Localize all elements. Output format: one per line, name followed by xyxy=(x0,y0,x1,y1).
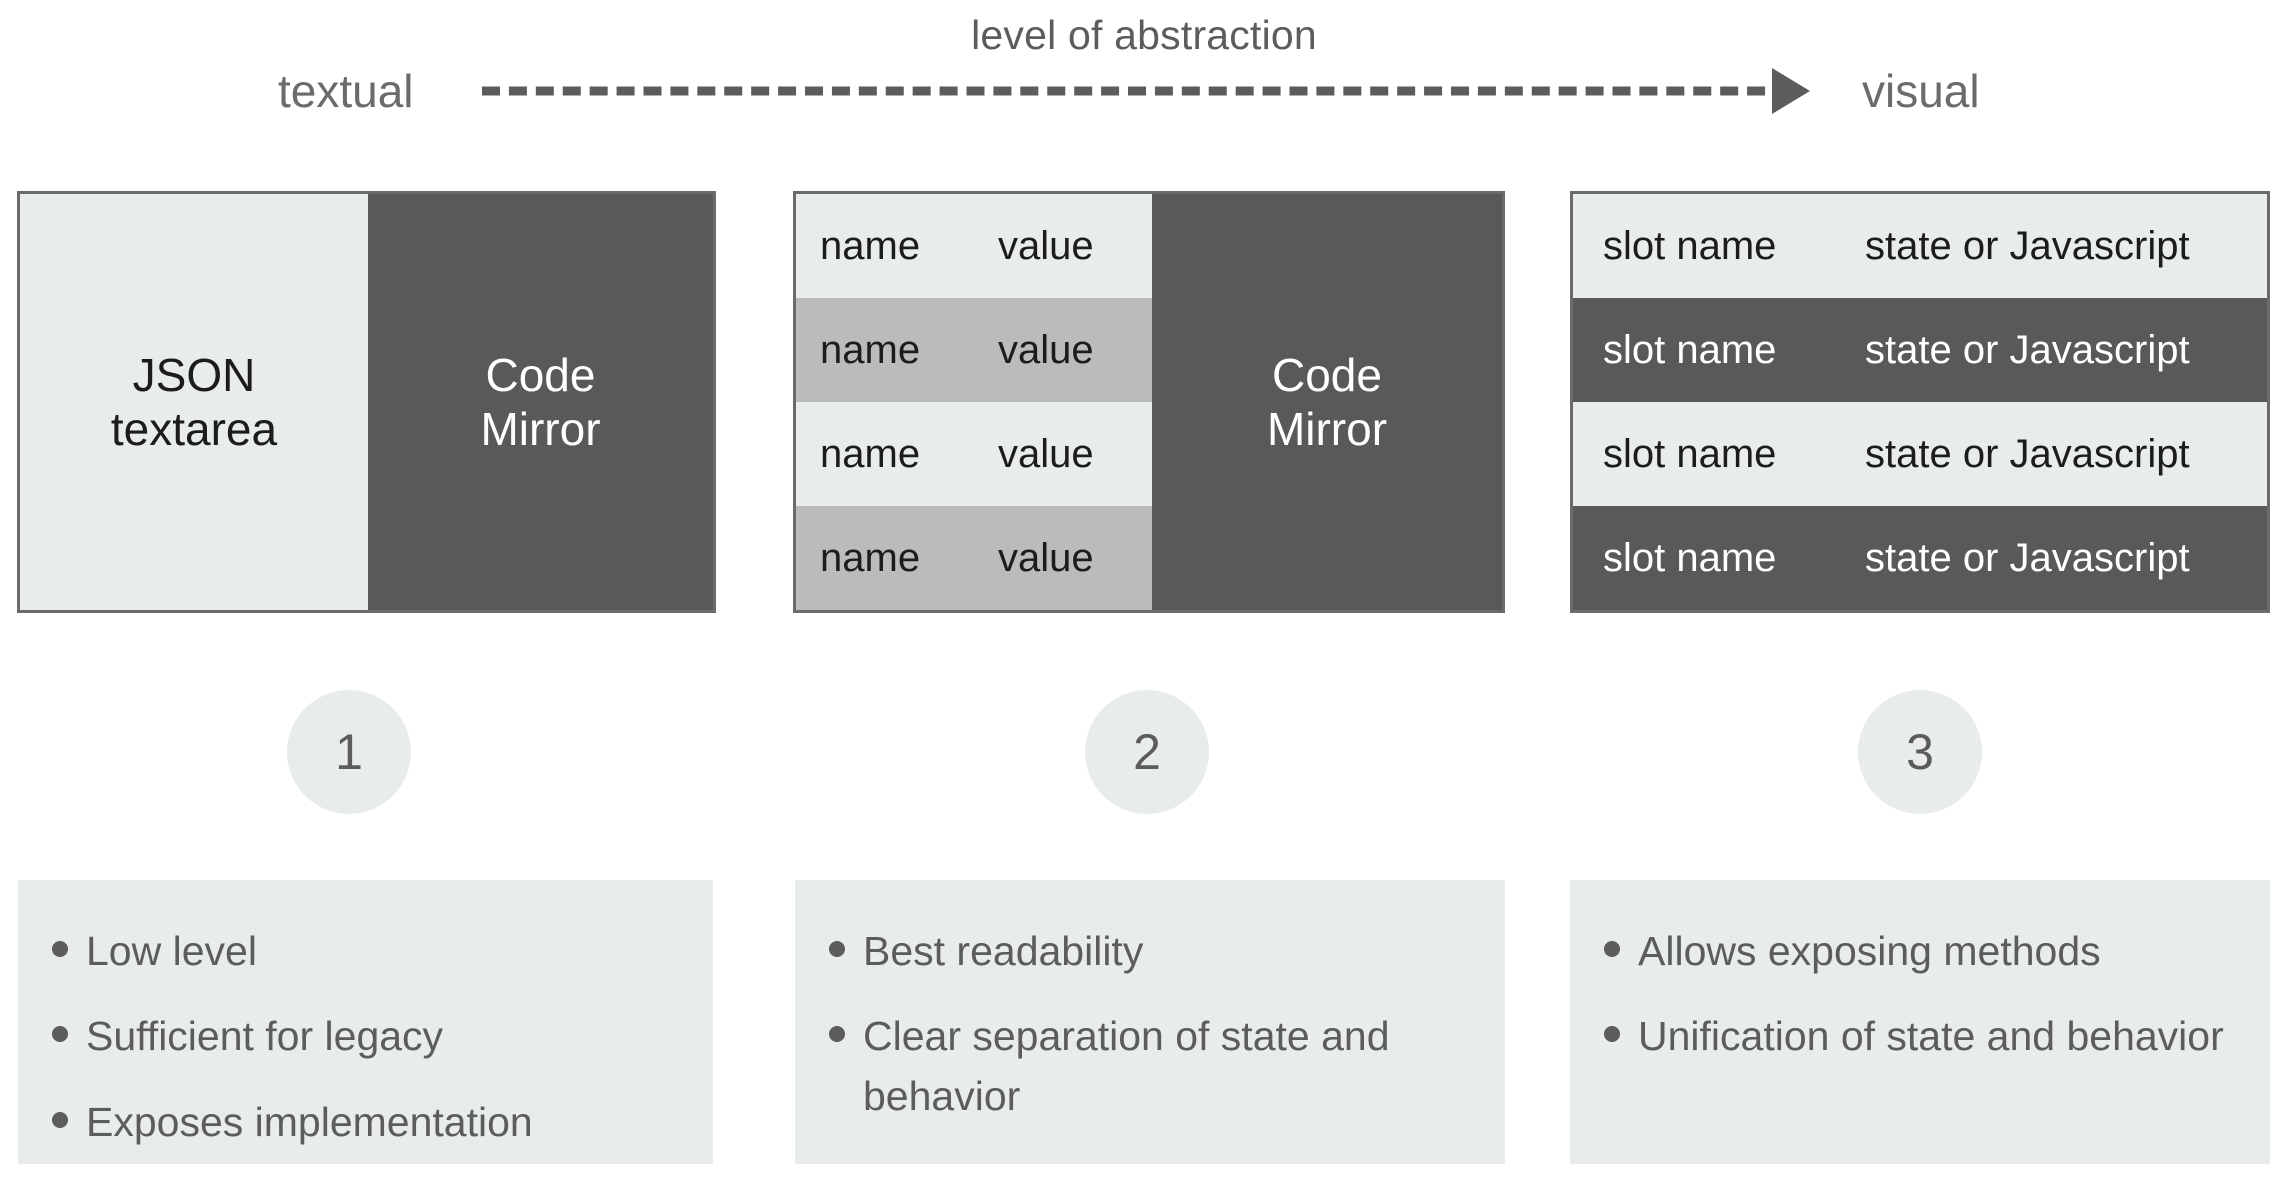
bullet-dot-icon xyxy=(52,941,68,957)
row-name: name xyxy=(820,431,921,476)
row-value: value xyxy=(998,327,1094,372)
name-value-table: name value name value name value name va… xyxy=(796,194,1152,610)
row-name: name xyxy=(820,327,921,372)
list-item: Sufficient for legacy xyxy=(52,1007,679,1066)
list-item-label: Allows exposing methods xyxy=(1638,928,2101,974)
list-item: Best readability xyxy=(829,922,1471,981)
row-slot-value: state or Javascript xyxy=(1865,327,2190,372)
arrow-right-icon xyxy=(1772,68,1810,114)
list-item: Unification of state and behavior xyxy=(1604,1007,2236,1066)
abstraction-axis: textual visual xyxy=(0,55,2288,127)
row-slot-name: slot name xyxy=(1603,535,1777,580)
code-mirror-pane: Code Mirror xyxy=(368,194,713,610)
row-slot-value: state or Javascript xyxy=(1865,223,2190,268)
code-mirror-label: Code Mirror xyxy=(1266,348,1388,455)
step-badge-1: 1 xyxy=(287,690,411,814)
table-row: slot name state or Javascript xyxy=(1573,506,2267,610)
panel-option-3: slot name state or Javascript slot name … xyxy=(1570,191,2270,613)
json-textarea-pane: JSON textarea xyxy=(20,194,368,610)
list-item-label: Unification of state and behavior xyxy=(1638,1013,2224,1060)
panel-option-1: JSON textarea Code Mirror xyxy=(17,191,716,613)
list-item-label: Best readability xyxy=(863,928,1144,974)
table-row: name value xyxy=(796,506,1152,610)
row-slot-name: slot name xyxy=(1603,431,1777,476)
row-slot-name: slot name xyxy=(1603,223,1777,268)
bullet-dot-icon xyxy=(829,941,845,957)
row-value: value xyxy=(998,431,1094,476)
row-slot-value: state or Javascript xyxy=(1865,535,2190,580)
row-slot-value: state or Javascript xyxy=(1865,431,2190,476)
table-row: name value xyxy=(796,194,1152,298)
list-item-label: Exposes implementation xyxy=(86,1098,533,1145)
list-item-label: Low level xyxy=(86,928,257,974)
bullet-dot-icon xyxy=(52,1026,68,1043)
row-value: value xyxy=(998,223,1094,268)
list-item-label: Sufficient for legacy xyxy=(86,1013,444,1060)
list-item: Clear separation of state and behavior xyxy=(829,1007,1471,1126)
bullet-dot-icon xyxy=(829,1026,845,1043)
code-mirror-label: Code Mirror xyxy=(480,348,601,455)
json-textarea-label: JSON textarea xyxy=(110,348,278,455)
dashed-line xyxy=(482,86,1792,96)
bullet-box-3: Allows exposing methods Unification of s… xyxy=(1570,880,2270,1164)
step-badge-2: 2 xyxy=(1085,690,1209,814)
bullet-dot-icon xyxy=(1604,941,1620,957)
code-mirror-pane: Code Mirror xyxy=(1152,194,1502,610)
bullet-box-1: Low level Sufficient for legacy Exposes … xyxy=(18,880,713,1164)
slot-table: slot name state or Javascript slot name … xyxy=(1573,194,2267,610)
list-item-label: Clear separation of state and behavior xyxy=(863,1013,1390,1119)
list-item: Exposes implementation xyxy=(52,1093,679,1152)
bullet-box-2: Best readability Clear separation of sta… xyxy=(795,880,1505,1164)
table-row: name value xyxy=(796,402,1152,506)
bullet-dot-icon xyxy=(52,1111,68,1128)
table-row: name value xyxy=(796,298,1152,402)
axis-label-visual: visual xyxy=(1862,65,1980,117)
step-badge-3: 3 xyxy=(1858,690,1982,814)
row-name: name xyxy=(820,223,921,268)
bullet-dot-icon xyxy=(1604,1026,1620,1043)
list-item: Low level xyxy=(52,922,679,981)
table-row: slot name state or Javascript xyxy=(1573,194,2267,298)
table-row: slot name state or Javascript xyxy=(1573,402,2267,506)
axis-caption: level of abstraction xyxy=(971,12,1317,58)
row-value: value xyxy=(998,535,1094,580)
axis-label-textual: textual xyxy=(278,65,414,117)
panel-option-2: name value name value name value name va… xyxy=(793,191,1505,613)
row-slot-name: slot name xyxy=(1603,327,1777,372)
table-row: slot name state or Javascript xyxy=(1573,298,2267,402)
list-item: Allows exposing methods xyxy=(1604,922,2236,981)
row-name: name xyxy=(820,535,921,580)
